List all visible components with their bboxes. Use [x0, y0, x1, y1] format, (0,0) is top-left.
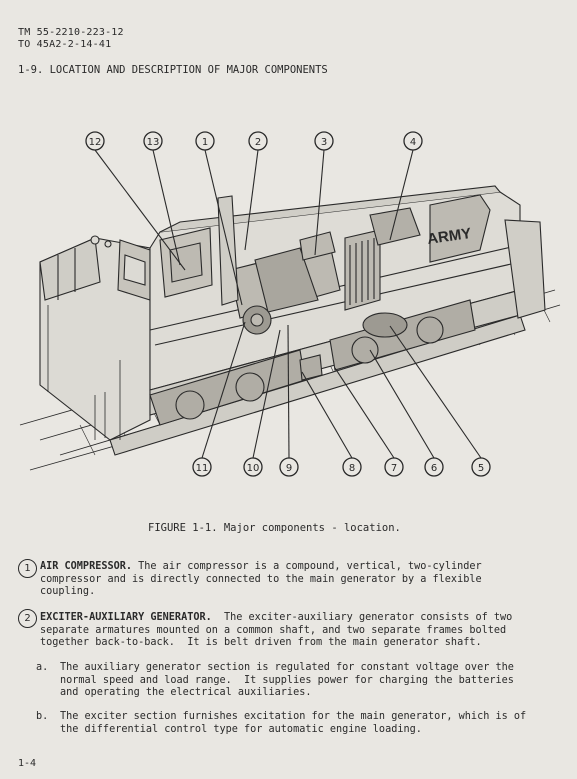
item-text-line: compressor and is directly connected to …	[40, 573, 482, 585]
figure-caption: FIGURE 1-1. Major components - location.	[148, 522, 401, 534]
svg-text:7: 7	[391, 463, 397, 474]
callout-6: 6	[424, 457, 444, 477]
callout-7: 7	[384, 457, 404, 477]
item-text-line: separate armatures mounted on a common s…	[40, 624, 507, 636]
callout-10: 10	[243, 457, 263, 477]
svg-text:10: 10	[247, 463, 260, 474]
svg-text:4: 4	[410, 137, 416, 148]
svg-text:3: 3	[321, 137, 327, 148]
subitem-text-line: the differential control type for automa…	[60, 723, 422, 735]
svg-text:13: 13	[147, 137, 160, 148]
trucks	[149, 299, 476, 426]
callout-12: 12	[85, 131, 105, 151]
item-text-line: coupling.	[40, 586, 96, 598]
handrails	[39, 300, 121, 440]
locomotive-figure: ARMY 12 13 1 2 3 4 11 10 9 8 7 6 5	[19, 131, 561, 477]
callout-13: 13	[143, 131, 163, 151]
item-title: EXCITER-AUXILIARY GENERATOR.	[40, 612, 212, 623]
section-title: 1-9. LOCATION AND DESCRIPTION OF MAJOR C…	[18, 64, 328, 76]
callout-11: 11	[192, 457, 212, 477]
subitem-text-line: The exciter section furnishes excitation…	[60, 711, 527, 722]
item-text-line: together back-to-back. It is belt driven…	[40, 637, 482, 649]
item-air-compressor: AIR COMPRESSOR. The air compressor is a …	[40, 561, 482, 599]
svg-text:9: 9	[286, 463, 292, 474]
callout-8: 8	[342, 457, 362, 477]
callout-1: 1	[195, 131, 215, 151]
item-exciter-auxiliary-generator: EXCITER-AUXILIARY GENERATOR. The exciter…	[40, 612, 512, 650]
callout-2: 2	[248, 131, 268, 151]
subitem-label: a.	[36, 662, 49, 673]
callout-5: 5	[471, 457, 491, 477]
svg-text:5: 5	[478, 463, 484, 474]
svg-text:2: 2	[255, 137, 261, 148]
callout-leaders	[94, 149, 482, 459]
svg-text:12: 12	[89, 137, 102, 148]
svg-text:11: 11	[196, 463, 209, 474]
subitem-exciter-section: The exciter section furnishes excitation…	[60, 711, 526, 736]
subitem-label: b.	[36, 711, 49, 722]
engine-detail	[159, 194, 546, 335]
callout-markers: 12 13 1 2 3 4 11 10 9 8 7 6 5	[85, 131, 491, 477]
doc-number-to: TO 45A2-2-14-41	[18, 39, 112, 50]
subitem-text-line: normal speed and load range. It supplies…	[60, 674, 514, 686]
svg-text:8: 8	[349, 463, 355, 474]
subitem-text-line: and operating the electrical auxiliaries…	[60, 687, 312, 699]
doc-number-tm: TM 55-2210-223-12	[18, 27, 124, 38]
callout-3: 3	[314, 131, 334, 151]
army-marking: ARMY	[426, 225, 472, 248]
item-title: AIR COMPRESSOR.	[40, 561, 133, 572]
item-text-line: The air compressor is a compound, vertic…	[132, 561, 482, 572]
svg-text:1: 1	[202, 137, 208, 148]
callout-4: 4	[403, 131, 423, 151]
item-text-line: The exciter-auxiliary generator consists…	[211, 612, 513, 623]
callout-9: 9	[279, 457, 299, 477]
cab	[39, 235, 151, 441]
subitem-text-line: The auxiliary generator section is regul…	[60, 662, 514, 673]
svg-text:6: 6	[431, 463, 437, 474]
page-number: 1-4	[18, 758, 37, 769]
item-number-badge: 2	[18, 609, 37, 628]
item-number-badge: 1	[18, 559, 37, 578]
subitem-auxiliary-section: The auxiliary generator section is regul…	[60, 662, 514, 700]
